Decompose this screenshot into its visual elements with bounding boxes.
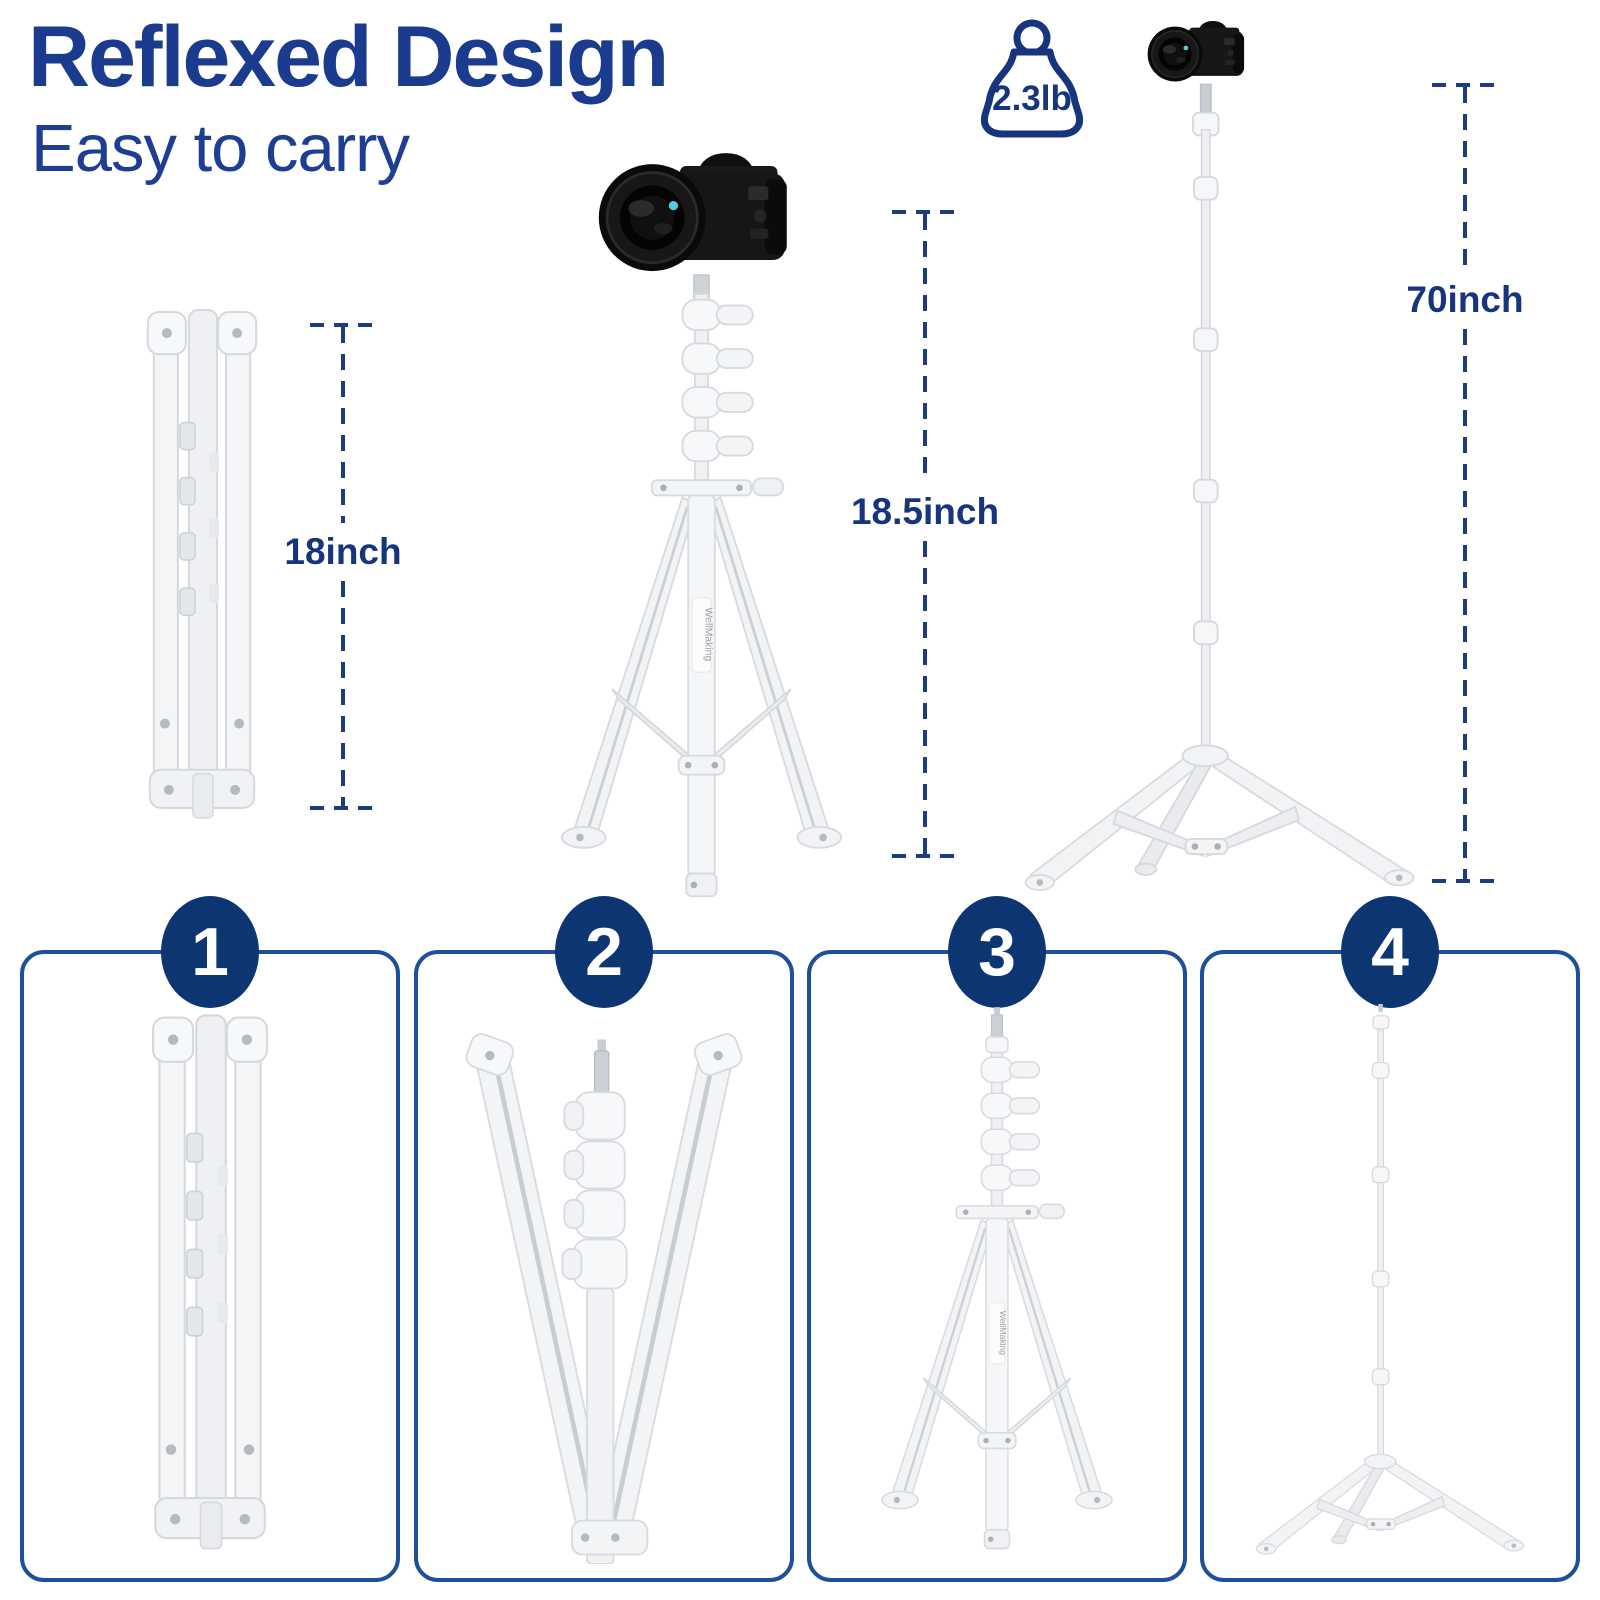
measure-tripod-height: 18.5inch: [851, 210, 999, 858]
step-badge-4: 4: [1341, 896, 1439, 1008]
tripod-open-shape: [560, 292, 843, 898]
step-number: 3: [978, 914, 1016, 990]
folded-stand-image: [146, 309, 258, 819]
step-number: 1: [191, 914, 229, 990]
measure-cap-bottom: [892, 854, 958, 858]
measure-line: [923, 214, 927, 484]
page-subtitle: Easy to carry: [31, 111, 410, 186]
weight-icon: 2.3lb: [980, 19, 1084, 138]
step-badge-3: 3: [948, 896, 1046, 1008]
measure-line: [923, 541, 927, 854]
tripod-open-shape: [880, 1051, 1114, 1550]
measure-label-tripod: 18.5inch: [850, 491, 1000, 533]
camera-icon: [597, 151, 789, 273]
measure-cap-top: [1432, 83, 1498, 87]
full-stand-with-camera-image: [1024, 20, 1415, 891]
tall-stand-shape: [1255, 1029, 1525, 1555]
measure-line: [1463, 87, 1467, 271]
measure-cap-top: [892, 210, 958, 214]
step-panel-1: 1: [20, 896, 400, 1582]
step-3-tripod-image: [880, 1007, 1114, 1550]
step-badge-2: 2: [555, 896, 653, 1008]
step-2-half-open-image: [434, 998, 774, 1564]
step-4-full-stand-image: [1255, 1004, 1525, 1555]
measure-label-full: 70inch: [1406, 278, 1524, 320]
measure-cap-top: [310, 323, 376, 327]
page-title: Reflexed Design: [28, 9, 669, 105]
step-panel-2: 2: [414, 896, 794, 1582]
measure-cap-bottom: [310, 806, 376, 810]
tall-stand-shape: [1024, 128, 1415, 891]
step-4-art: [1204, 954, 1576, 1578]
v-stage-shape: [464, 1031, 745, 1564]
folded-stand-shape: [146, 309, 258, 819]
step-badge-1: 1: [161, 896, 259, 1008]
folded-stand-shape: [152, 1014, 268, 1550]
step-number: 4: [1371, 914, 1409, 990]
measure-folded-height: 18inch: [284, 323, 402, 810]
step-1-art: [24, 954, 396, 1578]
tripod-with-camera-image: [560, 151, 843, 898]
step-2-art: [418, 954, 790, 1578]
step-panel-3: 3: [807, 896, 1187, 1582]
measure-cap-bottom: [1432, 879, 1498, 883]
step-1-folded-image: [152, 1014, 268, 1550]
step-3-art: [811, 954, 1183, 1578]
measure-line: [341, 327, 345, 523]
camera-icon: [1146, 20, 1245, 83]
measure-label-folded: 18inch: [284, 530, 402, 572]
step-panel-4: 4: [1200, 896, 1580, 1582]
measure-full-height: 70inch: [1406, 83, 1524, 883]
step-number: 2: [585, 914, 623, 990]
measure-line: [341, 580, 345, 806]
weight-value: 2.3lb: [992, 79, 1072, 118]
measure-line: [1463, 328, 1467, 879]
